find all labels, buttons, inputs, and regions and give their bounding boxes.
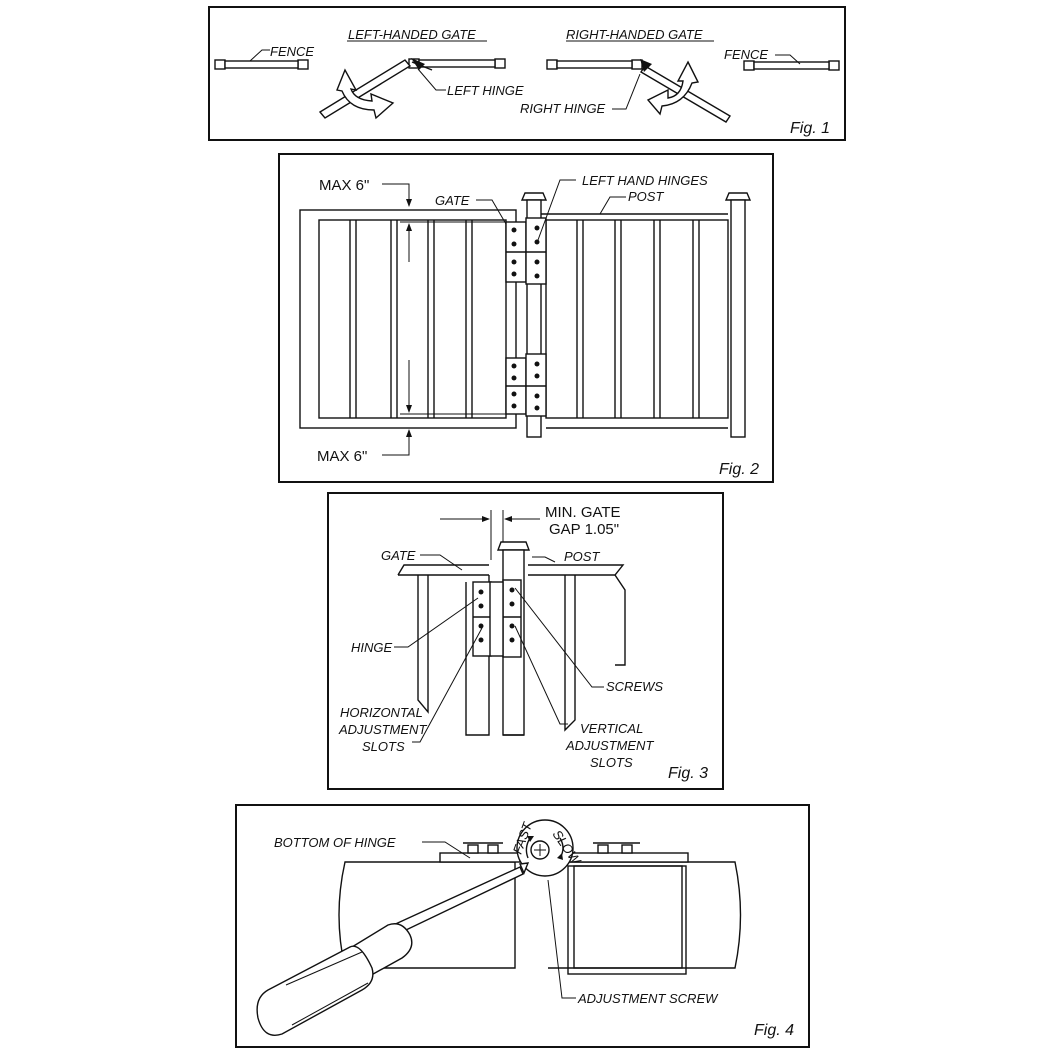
fig2-bottom-hinge: [505, 353, 547, 417]
fig3-min-gap-line2: GAP 1.05": [549, 521, 619, 538]
fig3-number: Fig. 3: [668, 765, 708, 782]
fig3-post-label: POST: [564, 549, 600, 564]
fig1-left-handed-gate-label: LEFT-HANDED GATE: [348, 27, 476, 42]
fig3-horizontal-line3: SLOTS: [362, 739, 405, 754]
fig3-horizontal-line1: HORIZONTAL: [340, 705, 423, 720]
fig4-screwdriver: [256, 862, 530, 1036]
fig1-left-gate: [318, 58, 506, 119]
fig3-horizontal-line2: ADJUSTMENT: [338, 722, 427, 737]
fig2-frame: [278, 153, 774, 483]
fig2-number: Fig. 2: [719, 461, 759, 478]
fig2-post-label: POST: [628, 189, 664, 204]
fig1-left-fence: [214, 59, 309, 70]
fig2-dimension-bottom: [382, 360, 506, 456]
fig2-dimension-top: [382, 183, 506, 262]
figure-3: MIN. GATE GAP 1.05" GATE POST HINGE SCRE…: [327, 492, 724, 790]
fig1-right-swing-arrow: [646, 60, 700, 116]
fig2-left-hand-hinges-label: LEFT HAND HINGES: [582, 173, 708, 188]
fig3-vertical-line2: ADJUSTMENT: [565, 738, 654, 753]
figure-4: SLOW FAST BOTTOM OF HINGE ADJUSTMENT SCR…: [235, 804, 810, 1048]
figure-1: FENCE LEFT-HANDED GATE RIGHT-HANDED GATE…: [208, 6, 846, 141]
fig3-hinge: [472, 579, 522, 658]
fig1-fence-right-label: FENCE: [724, 47, 768, 62]
fig1-fence-left-label: FENCE: [270, 44, 314, 59]
fig1-left-swing-arrow: [336, 68, 395, 120]
fig2-top-hinge: [505, 217, 547, 285]
fig4-frame: [235, 804, 810, 1048]
fig1-right-fence: [743, 60, 840, 71]
fig3-min-gap-line1: MIN. GATE: [545, 504, 621, 521]
fig1-right-hinge-label: RIGHT HINGE: [520, 101, 606, 116]
fig3-vertical-line3: SLOTS: [590, 755, 633, 770]
fig2-max-bottom-label: MAX 6": [317, 448, 367, 465]
fig2-fence-panel: [541, 192, 752, 438]
fig1-number: Fig. 1: [790, 120, 830, 137]
fig4-gate-rail: [338, 861, 516, 969]
fig3-gap-dimension: [440, 510, 540, 560]
fig2-gate-panel: [299, 209, 517, 429]
fig3-fence: [528, 564, 626, 732]
fig4-hinge: [439, 842, 689, 863]
fig4-adjustment-screw: SLOW FAST: [510, 819, 585, 877]
fig2-gate-label: GATE: [435, 193, 470, 208]
fig1-left-hinge-label: LEFT HINGE: [447, 83, 524, 98]
fig3-hinge-label: HINGE: [351, 640, 393, 655]
fig3-screws-label: SCREWS: [606, 679, 663, 694]
figure-2: MAX 6" MAX 6" GATE LEFT HAND HINGES POST…: [278, 153, 774, 483]
fig2-max-top-label: MAX 6": [319, 177, 369, 194]
fig4-adjustment-screw-label: ADJUSTMENT SCREW: [577, 991, 719, 1006]
fig3-gate-label: GATE: [381, 548, 416, 563]
fig1-right-handed-gate-label: RIGHT-HANDED GATE: [566, 27, 703, 42]
fig3-vertical-line1: VERTICAL: [580, 721, 643, 736]
fig4-post: [548, 861, 742, 975]
fig4-bottom-of-hinge-label: BOTTOM OF HINGE: [274, 835, 396, 850]
fig4-number: Fig. 4: [754, 1022, 794, 1039]
fig3-frame: [327, 492, 724, 790]
fig1-frame: [208, 6, 846, 141]
